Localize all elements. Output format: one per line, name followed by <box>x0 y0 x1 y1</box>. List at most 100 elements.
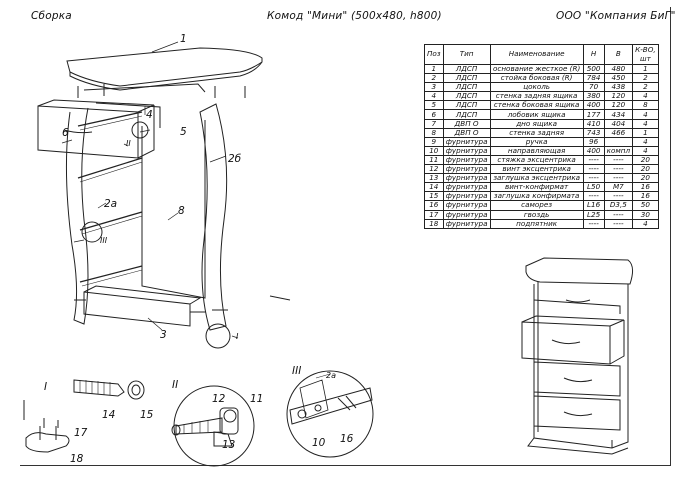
cell-b: 120 <box>603 91 634 102</box>
right-side-panel <box>199 103 228 331</box>
callout-13: 13 <box>222 439 235 451</box>
callout-17: 17 <box>74 427 88 439</box>
callout-2b: 2б <box>228 153 242 165</box>
cell-name: ручка <box>489 136 584 147</box>
col-pos: Поз <box>424 44 444 65</box>
cell-qty: 4 <box>632 136 659 147</box>
cell-qty: 50 <box>632 200 659 211</box>
cell-pos: 16 <box>424 200 444 211</box>
cell-type: ЛДСП <box>442 100 491 111</box>
cell-h: 743 <box>582 127 605 138</box>
cell-qty: 4 <box>632 109 659 120</box>
callout-8: 8 <box>178 205 185 217</box>
cell-type: ДВП О <box>442 118 491 129</box>
cell-qty: 2 <box>632 73 659 84</box>
cell-b: 450 <box>603 73 634 84</box>
cell-qty: 8 <box>632 100 659 111</box>
cell-b: 480 <box>603 63 634 75</box>
col-qty: К-ВО,шт <box>632 44 659 65</box>
cell-pos: 17 <box>424 209 444 220</box>
cell-type: фурнитура <box>442 218 491 229</box>
detail-III-zoom-circle <box>286 370 374 458</box>
cell-b: ---- <box>603 209 634 220</box>
header-company: ООО "Компания БиГ" <box>556 10 676 22</box>
drawing-frame <box>20 7 671 466</box>
cell-h: 410 <box>582 118 605 129</box>
cell-qty: 2 <box>632 82 659 93</box>
callout-5: 5 <box>180 126 187 138</box>
cell-pos: 8 <box>424 127 444 138</box>
top-panel-part1 <box>66 47 263 87</box>
detail-circle-III <box>81 221 103 243</box>
bottom-screws <box>74 295 291 313</box>
cell-name: подпятник <box>489 218 584 229</box>
callout-2a: 2а <box>104 198 117 210</box>
cell-b: ---- <box>603 218 634 229</box>
assembled-drawer-3 <box>533 361 621 397</box>
header-left-title: Сборка <box>31 10 72 22</box>
col-name: Наименование <box>489 44 584 65</box>
runner-left-2 <box>79 211 143 231</box>
cell-qty: 1 <box>632 127 659 138</box>
callout-1: 1 <box>180 33 187 45</box>
callout-6: 6 <box>62 127 69 139</box>
col-type: Тип <box>442 44 491 65</box>
confirmat-screw-part14 <box>73 379 125 397</box>
cell-type: ЛДСП <box>442 109 491 120</box>
callout-10: 10 <box>312 437 326 449</box>
assembled-top <box>525 257 634 285</box>
assembled-drawer-1 <box>533 299 621 314</box>
callout-4: 4 <box>146 109 153 121</box>
plinth-part3 <box>83 291 191 327</box>
assembled-handle-4 <box>563 411 593 417</box>
cell-b: 404 <box>603 118 634 129</box>
cell-b: 466 <box>603 127 634 138</box>
callout-15: 15 <box>140 409 154 421</box>
cell-b <box>603 136 634 147</box>
cell-type: ДВП О <box>442 127 491 138</box>
cell-b: D3,5 <box>603 200 634 211</box>
marker-III: III <box>100 236 108 245</box>
cell-b: 434 <box>603 109 634 120</box>
callout-3: 3 <box>160 329 167 341</box>
cell-pos: 9 <box>424 136 444 147</box>
carcass-outline <box>83 83 206 93</box>
cell-h: 96 <box>582 136 605 147</box>
marker-I: I <box>236 332 239 341</box>
assembled-handle-3 <box>563 377 593 383</box>
cell-name: гвоздь <box>489 209 584 220</box>
col-b: В <box>603 44 634 65</box>
drawer-box-part4 <box>95 102 161 128</box>
cell-type: фурнитура <box>442 209 491 220</box>
confirmat-cap-part15 <box>127 380 145 400</box>
cell-h: 400 <box>582 100 605 111</box>
header-product-title: Комод "Мини" (500х480, h800) <box>267 10 442 22</box>
cell-pos: 18 <box>424 218 444 229</box>
top-screws <box>77 84 246 98</box>
cell-pos: 7 <box>424 118 444 129</box>
cell-qty: 4 <box>632 218 659 229</box>
cell-h: ---- <box>582 218 605 229</box>
detail-circle-I <box>205 323 231 349</box>
marker-II: II <box>126 139 131 148</box>
cell-h: L16 <box>582 200 605 211</box>
cell-qty: 4 <box>632 91 659 102</box>
cell-name: стенка боковая ящика <box>489 100 584 111</box>
callout-16: 16 <box>340 433 354 445</box>
cell-name: саморез <box>489 200 584 211</box>
assembled-handle-2 <box>551 339 581 345</box>
